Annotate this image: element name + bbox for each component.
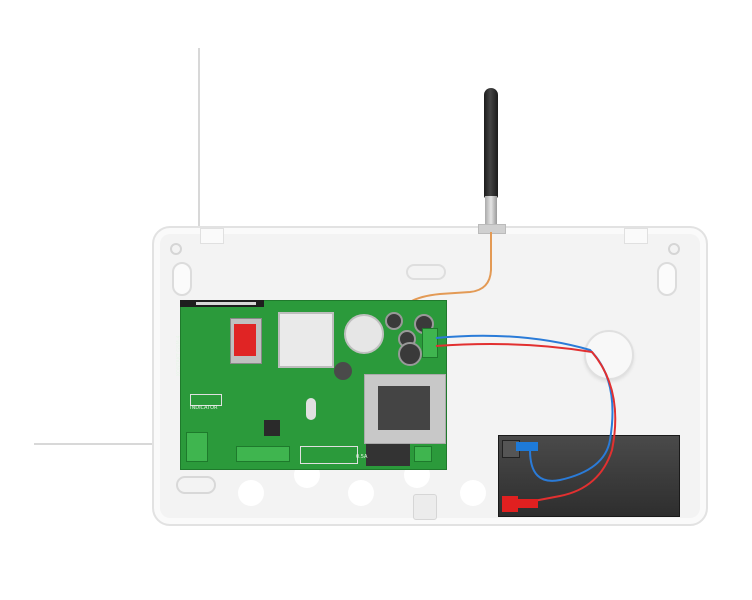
- crystal: [306, 398, 316, 420]
- keyhole-mount-left: [172, 262, 192, 296]
- buzzer: [334, 362, 352, 380]
- sim-card: [234, 324, 256, 356]
- capacitor: [398, 342, 422, 366]
- antenna-connector: [485, 196, 497, 230]
- chip: [264, 420, 280, 436]
- antenna: [484, 88, 498, 198]
- vertical-wire: [198, 48, 200, 302]
- slot-bottom: [176, 476, 216, 494]
- top-tab: [200, 228, 224, 244]
- transformer-core: [378, 386, 430, 430]
- indicator-label: INDICATOR: [190, 405, 218, 411]
- slot-top: [406, 264, 446, 280]
- capacitor: [385, 312, 403, 330]
- relay: [366, 444, 410, 466]
- battery-positive-terminal: [502, 496, 518, 512]
- terminal-block-output: [414, 446, 432, 462]
- knockout-hole: [348, 480, 374, 506]
- top-tab: [624, 228, 648, 244]
- pcb-strip-highlight: [196, 302, 256, 305]
- header-connector: [300, 446, 358, 464]
- indicator-connector: [190, 394, 222, 406]
- keyhole-mount-right: [657, 262, 677, 296]
- power-rating-label: 0.5A: [356, 454, 368, 460]
- screw-hole-left: [170, 243, 182, 255]
- terminal-block-power: [422, 328, 438, 358]
- cable-clip: [413, 494, 437, 520]
- knockout-hole: [238, 480, 264, 506]
- horizontal-wire: [34, 443, 194, 445]
- gsm-module: [278, 312, 334, 368]
- screw-hole-right: [668, 243, 680, 255]
- knockout-hole: [460, 480, 486, 506]
- coin-battery: [344, 314, 384, 354]
- terminal-block-zones: [236, 446, 290, 462]
- terminal-block-left: [186, 432, 208, 462]
